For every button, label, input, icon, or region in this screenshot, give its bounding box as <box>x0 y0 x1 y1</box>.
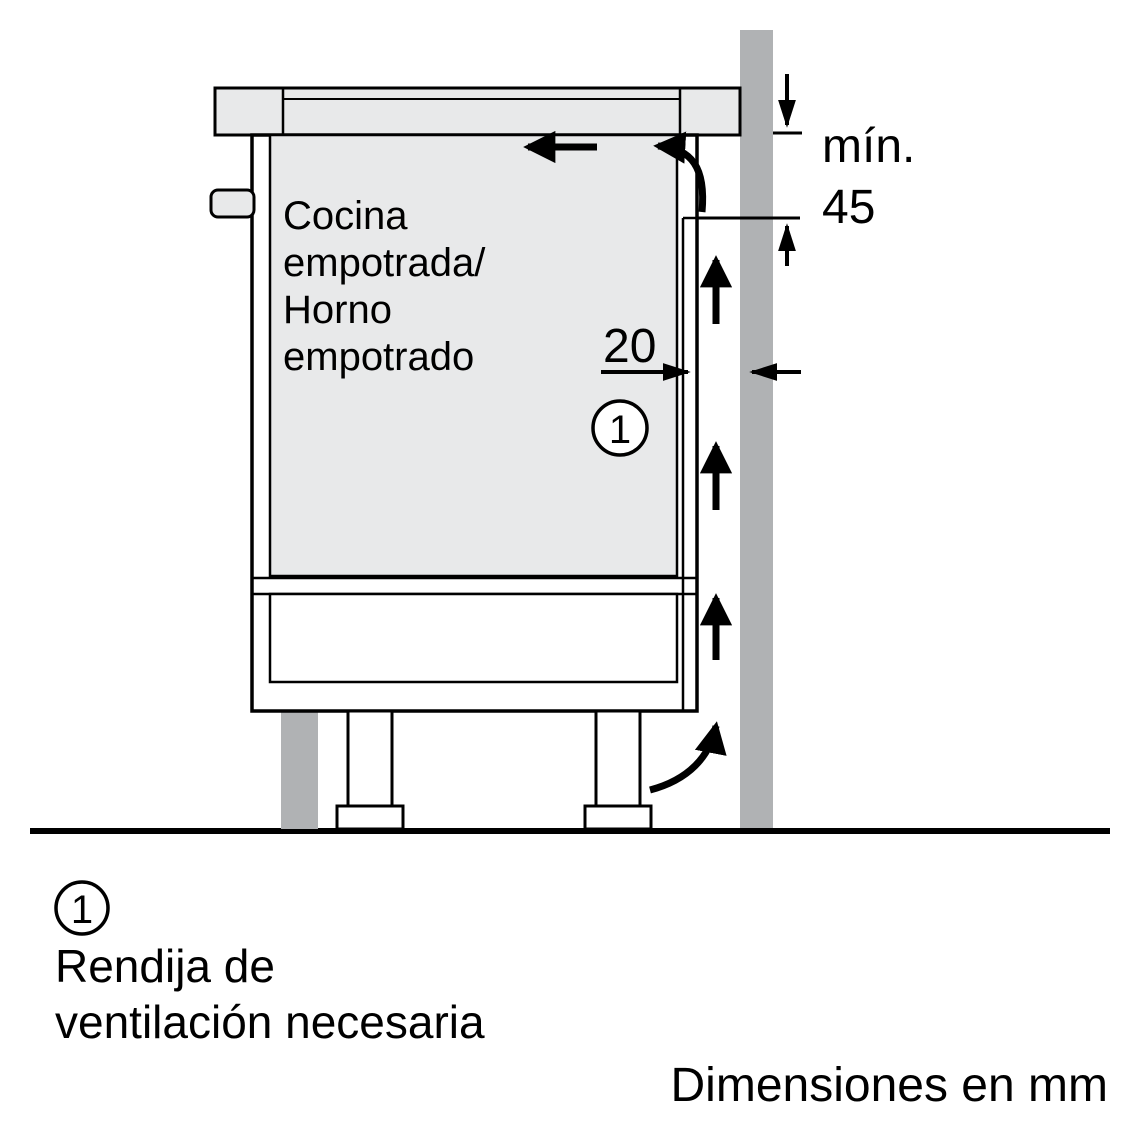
wall-panel <box>740 30 773 831</box>
oven-front-panel <box>268 133 679 578</box>
right-leg <box>594 709 642 810</box>
right-foot <box>583 804 653 831</box>
left-foot <box>335 804 405 831</box>
drawer-front <box>268 592 679 684</box>
legend-1-number: 1 <box>71 888 93 932</box>
left-leg <box>346 709 394 810</box>
callout-1-circle-icon <box>591 399 649 457</box>
dim-min-label: mín. <box>822 120 915 173</box>
cabinet-label-line3: Horno <box>283 288 392 332</box>
legend-text-line1: Rendija de <box>55 940 275 992</box>
dim-min-value: 45 <box>822 181 875 234</box>
airflow-curve-top-icon <box>653 131 707 213</box>
cabinet-label-line2: empotrada/ <box>283 241 486 285</box>
airflow-curve-bottom-icon <box>649 721 727 794</box>
plinth-panel <box>281 712 318 829</box>
callout-1-number: 1 <box>609 408 631 452</box>
legend-text-line2: ventilación necesaria <box>55 996 485 1048</box>
cabinet-label-line1: Cocina <box>283 194 408 238</box>
dim-gap-value: 20 <box>603 320 656 373</box>
countertop <box>213 86 742 137</box>
legend-1-circle-icon <box>54 880 110 936</box>
door-handle <box>209 188 256 219</box>
units-note: Dimensiones en mm <box>671 1059 1108 1112</box>
cabinet-label-line4: empotrado <box>283 335 474 379</box>
